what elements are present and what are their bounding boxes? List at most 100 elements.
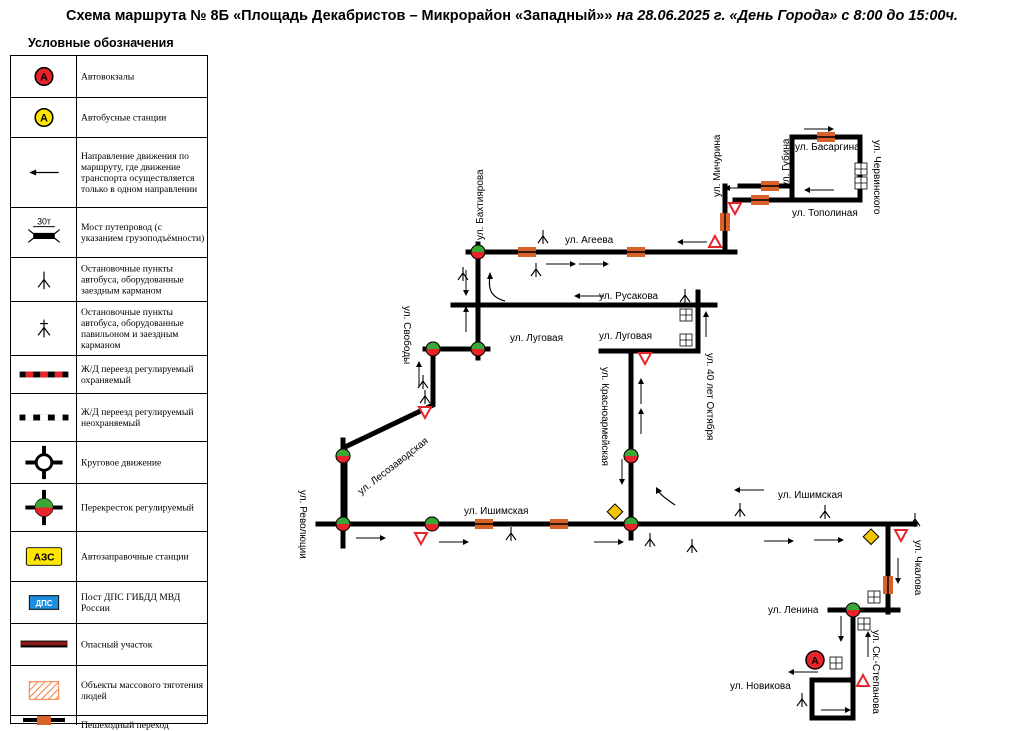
- road-svobody: [342, 346, 436, 528]
- direction-arrow-icon: [463, 270, 469, 296]
- svg-text:30т: 30т: [37, 217, 51, 227]
- legend-row-dps: ДПС Пост ДПС ГИБДД МВД России: [11, 582, 207, 624]
- legend-text-bus-terminal: Автовокзалы: [81, 71, 135, 82]
- label-chkalova: ул. Чкалова: [912, 540, 923, 596]
- bus-stop-pocket-icon: [37, 271, 51, 290]
- label-krasnoarmeyskaya: ул. Красноармейская: [599, 367, 610, 466]
- traffic-signal-icon: [623, 516, 639, 532]
- traffic-signal-icon: [623, 448, 639, 464]
- yield-sign-icon: [413, 532, 429, 547]
- label-basargina: ул. Басаргина: [795, 142, 860, 153]
- label-lugovaya-west: ул. Луговая: [510, 333, 563, 344]
- direction-arrow-icon: [724, 185, 754, 191]
- bus-stop-icon: [679, 289, 691, 303]
- direction-arrow-icon: [734, 487, 764, 493]
- bus-stop-icon: [819, 505, 831, 519]
- road-network: [315, 134, 918, 721]
- traffic-signal-icon: [335, 516, 351, 532]
- bus-stops: [417, 230, 921, 707]
- label-chervinskogo: ул. Червинского: [871, 140, 882, 215]
- label-lesozavodskaya: ул. Лесозаводская: [356, 436, 431, 498]
- bus-stop-icon: [734, 503, 746, 517]
- bus-stop-icon: [796, 693, 808, 707]
- svg-text:А: А: [811, 656, 818, 667]
- direction-arrow-icon: [546, 261, 576, 267]
- yield-sign-icon: [637, 352, 653, 367]
- legend-text-rail-unguarded: Ж/Д переезд регулируемый неохраняемый: [81, 406, 194, 429]
- label-bakhtiyarova: ул. Бахтиярова: [475, 169, 486, 240]
- svg-text:А: А: [40, 71, 48, 83]
- legend-row-fuel: АЗС Автозаправочные станции: [11, 532, 207, 582]
- crosswalks: [475, 132, 893, 594]
- direction-arrow-icon: [574, 293, 604, 299]
- direction-arrow-icon: [638, 408, 644, 434]
- title-route: Схема маршрута № 8Б «Площадь Декабристов…: [66, 8, 613, 24]
- label-lenina: ул. Ленина: [768, 605, 819, 616]
- fuel-station-markers: [606, 503, 880, 546]
- label-svobody: ул. Свободы: [401, 306, 413, 364]
- direction-arrow-icon: [838, 616, 844, 642]
- one-way-arrow-icon: [29, 169, 59, 176]
- legend-text-roundabout: Круговое движение: [81, 457, 162, 468]
- direction-arrow-icon: [463, 306, 469, 332]
- legend-row-stop-pavilion: Остановочные пункты автобуса, оборудован…: [11, 302, 207, 356]
- turn-arrows: [487, 272, 676, 506]
- legend-heading: Условные обозначения: [28, 36, 174, 50]
- direction-arrow-icon: [788, 669, 818, 675]
- label-ageeva: ул. Агеева: [565, 235, 614, 246]
- legend-row-danger: Опасный участок: [11, 624, 207, 666]
- direction-arrow-icon: [677, 239, 707, 245]
- bus-stop-icon: [505, 527, 517, 541]
- legend-row-stop-pocket: Остановочные пункты автобуса, оборудован…: [11, 258, 207, 302]
- legend-text-signal: Перекресток регулируемый: [81, 502, 194, 513]
- legend-text-crowd: Объекты массового тяготения людей: [81, 679, 204, 702]
- direction-arrows: [356, 126, 901, 713]
- yield-sign-icon: [707, 233, 723, 248]
- legend-text-rail-guarded: Ж/Д переезд регулируемый охраняемый: [81, 363, 194, 386]
- rail-crossing-guarded-icon: [19, 371, 69, 378]
- bus-stop-icon: [644, 533, 656, 547]
- direction-arrow-icon: [703, 311, 709, 337]
- direction-arrow-icon: [356, 535, 386, 541]
- legend-row-crowd: Объекты массового тяготения людей: [11, 666, 207, 716]
- direction-arrow-icon: [804, 187, 834, 193]
- direction-arrow-icon: [439, 539, 469, 545]
- traffic-signal-icon: [470, 341, 486, 357]
- legend-row-bus-station: А Автобусные станции: [11, 98, 207, 138]
- yield-sign-icon: [855, 672, 871, 687]
- label-sk-stepanova: ул. Ск.-Степанова: [870, 630, 881, 714]
- direction-arrow-icon: [594, 539, 624, 545]
- yield-sign-icon: [417, 406, 433, 421]
- bus-terminal-marker: А: [805, 650, 825, 670]
- direction-arrow-icon: [416, 361, 422, 387]
- bus-station-icon: А: [34, 107, 54, 128]
- bus-stop-icon: [530, 263, 542, 277]
- label-ishimskaya-east: ул. Ишимская: [778, 490, 842, 501]
- legend-table: А Автовокзалы А Автобусные станции Напра…: [10, 55, 208, 731]
- legend-text-bus-station: Автобусные станции: [81, 112, 167, 123]
- direction-arrow-icon: [821, 707, 851, 713]
- traffic-signal-icon: [425, 341, 441, 357]
- rail-crossing-unguarded-icon: [19, 414, 69, 421]
- title-date: на 28.06.2025 г. «День Города» с 8:00 до…: [616, 8, 958, 24]
- bus-stop-icon: [457, 267, 469, 281]
- label-gubina: ул. Губина: [780, 138, 792, 187]
- svg-text:ДПС: ДПС: [36, 599, 53, 608]
- traffic-signals: [335, 244, 861, 618]
- direction-arrow-icon: [619, 459, 625, 485]
- label-novikova: ул. Новикова: [730, 681, 791, 692]
- traffic-signal-icon: [335, 448, 351, 464]
- bus-terminal-icon: А: [34, 66, 54, 87]
- crowd-area-icon: [28, 681, 60, 700]
- traffic-signal-icon: [845, 602, 861, 618]
- dps-post-icon: ДПС: [28, 595, 60, 610]
- legend-row-signal: Перекресток регулируемый: [11, 484, 207, 532]
- route-northeast-loop: [789, 134, 863, 203]
- traffic-signal-icon: [470, 244, 486, 260]
- label-topolinaya: ул. Тополиная: [792, 208, 858, 219]
- legend-row-bridge: 30т Мост путепровод (с указанием грузопо…: [11, 208, 207, 258]
- legend-row-rail-guarded: Ж/Д переезд регулируемый охраняемый: [11, 356, 207, 394]
- legend-text-stop-pocket: Остановочные пункты автобуса, оборудован…: [81, 263, 184, 296]
- direction-arrow-icon: [579, 261, 609, 267]
